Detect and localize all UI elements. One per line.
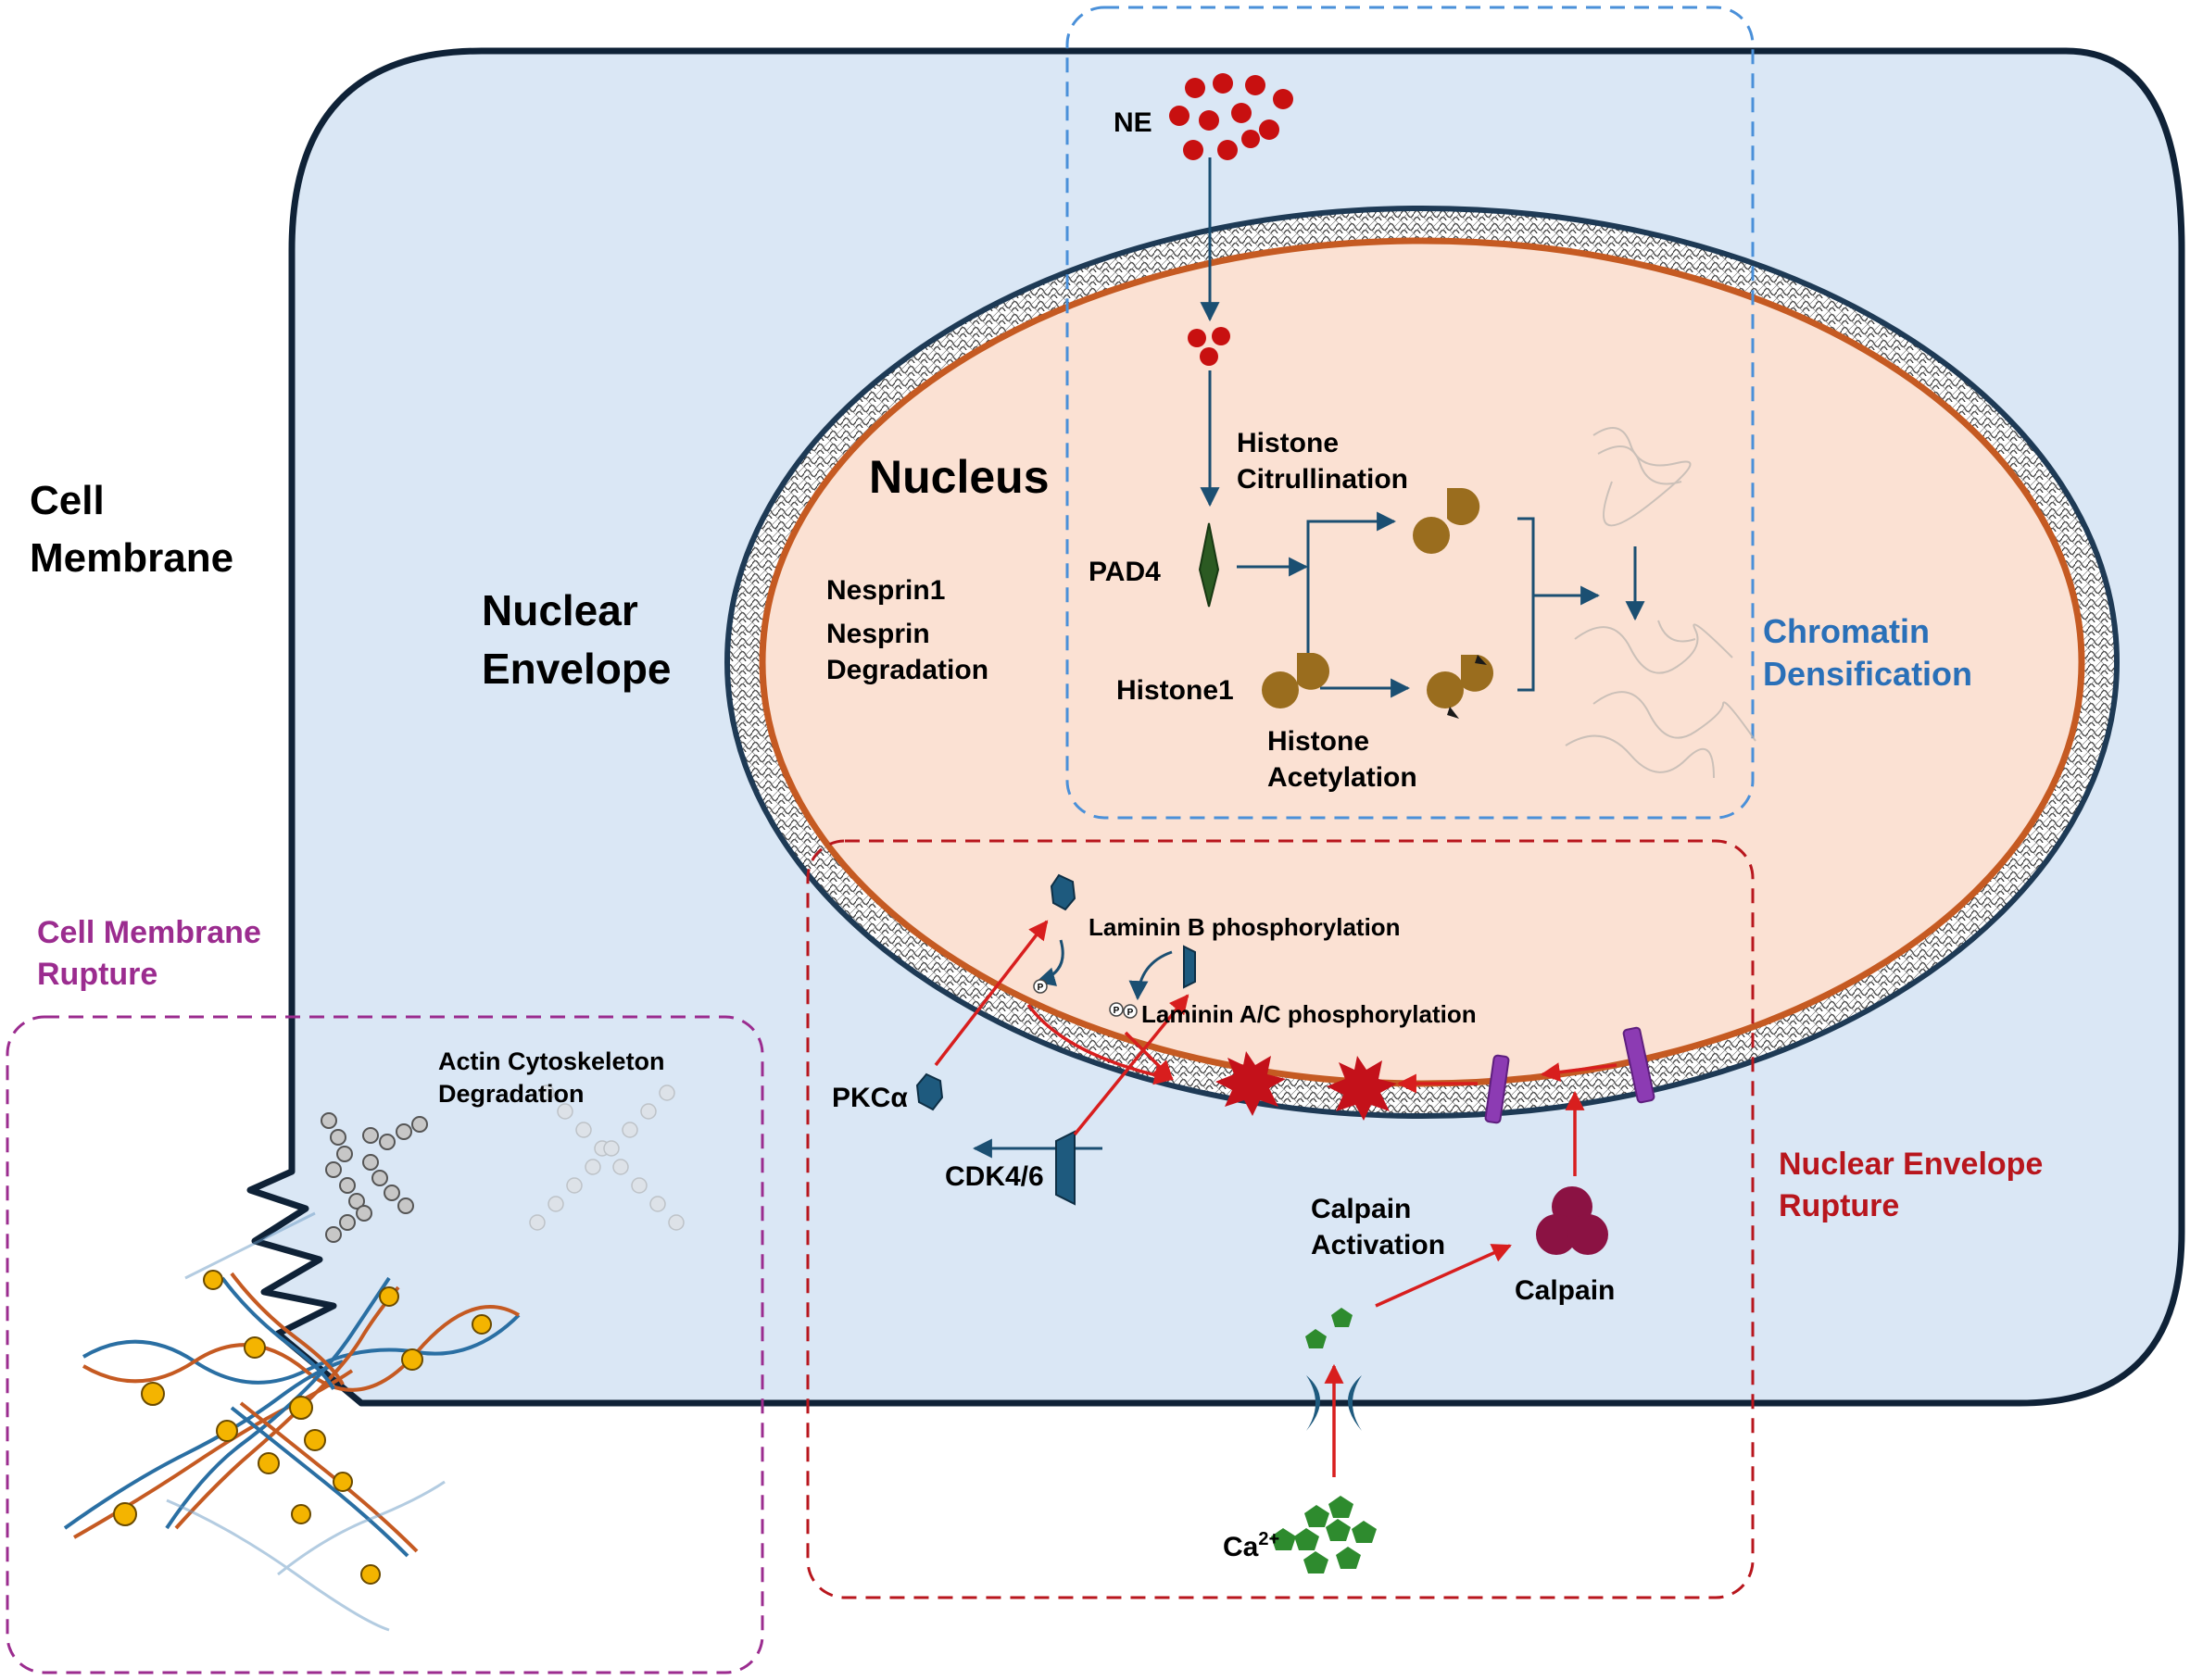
nesprin-bar-icons bbox=[1484, 1026, 1655, 1124]
laminin-b-label: Laminin B phosphorylation bbox=[1089, 913, 1401, 941]
released-dna-icon bbox=[63, 1211, 521, 1632]
histone-acetylation-label-2: Acetylation bbox=[1267, 762, 1417, 793]
histone1-label: Histone1 bbox=[1116, 675, 1234, 706]
nesprin-degradation-label-2: Degradation bbox=[826, 655, 988, 685]
laminin-ac-label: Laminin A/C phosphorylation bbox=[1141, 1000, 1477, 1028]
chromatin-strands-icon bbox=[1565, 427, 1756, 779]
ne-dot-cluster-icon bbox=[1169, 73, 1293, 160]
pkca-label: PKCα bbox=[832, 1083, 908, 1113]
kinase-icons bbox=[915, 873, 1196, 1206]
phospho-mark-1: P bbox=[1038, 983, 1044, 993]
cdk46-marker-icon bbox=[1055, 1130, 1076, 1206]
pad4-label: PAD4 bbox=[1089, 557, 1161, 587]
laminin-b-hexagon-icon bbox=[1050, 873, 1076, 911]
phospho-mark-2: P bbox=[1114, 1006, 1120, 1016]
rupture-burst-icons bbox=[1215, 1051, 1397, 1121]
calpain-activation-label-1: Calpain bbox=[1311, 1194, 1411, 1224]
faded-actin-icon bbox=[529, 1084, 685, 1231]
ne-label: NE bbox=[1114, 107, 1152, 138]
nucleus bbox=[724, 206, 2120, 1119]
phospho-tag-icons bbox=[1033, 979, 1138, 1019]
phospho-mark-3: P bbox=[1127, 1008, 1134, 1018]
histone-acetylation-label-1: Histone bbox=[1267, 726, 1369, 757]
pad4-diamond-icon bbox=[1198, 522, 1220, 608]
actin-degradation-label-1: Actin Cytoskeleton bbox=[438, 1047, 665, 1075]
nesprin-degradation-label-1: Nesprin bbox=[826, 619, 930, 649]
cell-membrane-rupture-label-1: Cell Membrane bbox=[37, 915, 261, 950]
cell-membrane-label-1: Cell bbox=[30, 478, 105, 523]
calpain-trefoil-icon bbox=[1536, 1186, 1608, 1255]
actin-filaments-icon bbox=[321, 1112, 428, 1243]
calpain-label: Calpain bbox=[1515, 1275, 1615, 1306]
laminin-ac-marker-icon bbox=[1183, 945, 1196, 989]
histone-citrullination-label-1: Histone bbox=[1237, 428, 1339, 458]
cell-membrane-label-2: Membrane bbox=[30, 535, 233, 581]
ne-dot-small-cluster-icon bbox=[1188, 327, 1230, 366]
pkca-hexagon-icon bbox=[915, 1072, 944, 1111]
calpain-activation-label-2: Activation bbox=[1311, 1230, 1445, 1260]
membrane-rupture-box bbox=[6, 1015, 764, 1674]
nuclear-envelope-label-2: Envelope bbox=[482, 645, 672, 693]
chromatin-pathway-box bbox=[1065, 6, 1755, 820]
cdk46-label: CDK4/6 bbox=[945, 1161, 1044, 1192]
calcium-pentagon-icons bbox=[1271, 1308, 1377, 1573]
chromatin-densification-label-1: Chromatin bbox=[1763, 612, 1930, 650]
histone-citrullination-label-2: Citrullination bbox=[1237, 464, 1408, 495]
cell-membrane-rupture-label-2: Rupture bbox=[37, 957, 157, 992]
nuclear-envelope-rupture-label-1: Nuclear Envelope bbox=[1779, 1147, 2043, 1182]
nuclear-envelope-rupture-label-2: Rupture bbox=[1779, 1188, 1899, 1223]
acetyl-mark-icons bbox=[1447, 655, 1487, 719]
nuclear-rupture-box bbox=[806, 839, 1755, 1599]
calcium-label: Ca2+ bbox=[1223, 1529, 1279, 1562]
ion-channel-icon bbox=[1306, 1375, 1362, 1431]
nesprin1-label: Nesprin1 bbox=[826, 575, 945, 606]
calcium-label-base: Ca bbox=[1223, 1532, 1259, 1562]
chromatin-densification-label-2: Densification bbox=[1763, 655, 1972, 693]
nuclear-envelope-label-1: Nuclear bbox=[482, 586, 638, 634]
actin-degradation-label-2: Degradation bbox=[438, 1080, 585, 1108]
rupture-arrows bbox=[934, 920, 1617, 1477]
calcium-label-charge: 2+ bbox=[1258, 1529, 1279, 1549]
pathway-arrows bbox=[972, 157, 1645, 1159]
nucleus-label: Nucleus bbox=[869, 451, 1050, 503]
histone-drop-icons bbox=[1262, 488, 1494, 708]
